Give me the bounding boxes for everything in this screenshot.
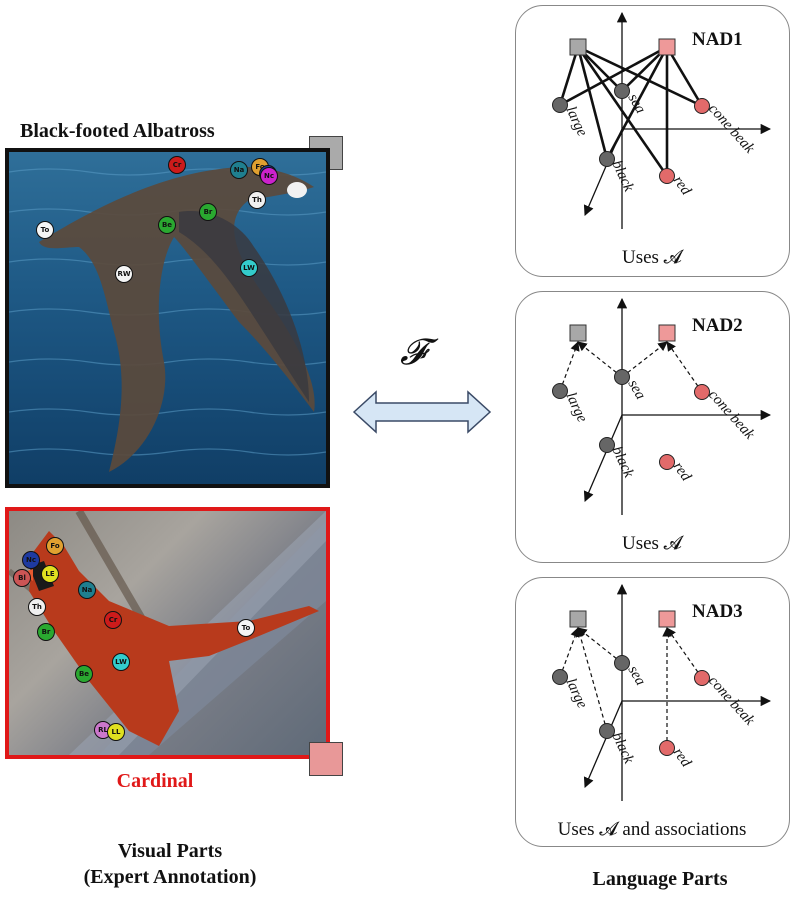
nad1-gray-node-2 bbox=[599, 151, 615, 167]
nad3-label-large: large bbox=[562, 676, 590, 711]
albatross-part-to: To bbox=[36, 221, 54, 239]
cardinal-part-lw: LW bbox=[112, 653, 130, 671]
cardinal-class-marker bbox=[309, 742, 343, 776]
albatross-title: Black-footed Albatross bbox=[20, 120, 215, 142]
nad3-gray-node-1 bbox=[614, 655, 630, 671]
nad3-red-node-0 bbox=[694, 670, 710, 686]
nad1-red-node-1 bbox=[659, 168, 675, 184]
nad1-label-black: black bbox=[608, 158, 636, 195]
nad3-red-node-1 bbox=[659, 740, 675, 756]
nad1-red-node-0 bbox=[694, 98, 710, 114]
albatross-part-nc: Nc bbox=[260, 167, 278, 185]
cardinal-part-le: LE bbox=[41, 565, 59, 583]
albatross-part-br: Br bbox=[199, 203, 217, 221]
cardinal-drawing bbox=[9, 511, 326, 755]
cardinal-part-th: Th bbox=[28, 598, 46, 616]
cardinal-title: Cardinal bbox=[116, 770, 194, 792]
nad1-edge-gray-0 bbox=[558, 46, 580, 106]
cardinal-part-nc: Nc bbox=[22, 551, 40, 569]
nad2-title: NAD2 bbox=[692, 315, 743, 336]
nad2-gray-node-1 bbox=[614, 369, 630, 385]
albatross-part-rw: RW bbox=[115, 265, 133, 283]
nad1-panel bbox=[515, 5, 790, 277]
cardinal-part-be: Be bbox=[75, 665, 93, 683]
nad3-gray-class-square bbox=[569, 610, 587, 628]
nad2-red-node-1 bbox=[659, 454, 675, 470]
nad3-gray-node-2 bbox=[599, 723, 615, 739]
nad1-edge-gray-2 bbox=[576, 46, 609, 160]
nad3-edge-1 bbox=[577, 627, 623, 664]
nad3-edge-2 bbox=[575, 627, 608, 732]
albatross-part-be: Be bbox=[158, 216, 176, 234]
nad3-panel bbox=[515, 577, 790, 847]
cardinal-part-br: Br bbox=[37, 623, 55, 641]
nad2-axis-depth bbox=[583, 414, 623, 502]
nad2-gray-node-2 bbox=[599, 437, 615, 453]
nad2-gray-node-0 bbox=[552, 383, 568, 399]
nad3-title: NAD3 bbox=[692, 601, 743, 622]
nad3-gray-node-0 bbox=[552, 669, 568, 685]
nad1-gray-node-0 bbox=[552, 97, 568, 113]
nad1-edge-red-0 bbox=[559, 45, 668, 107]
albatross-part-na: Na bbox=[230, 161, 248, 179]
nad3-edge-0 bbox=[559, 627, 580, 678]
nad2-label-large: large bbox=[562, 390, 590, 425]
nad2-red-node-0 bbox=[694, 384, 710, 400]
nad3-edge-3 bbox=[666, 627, 703, 679]
nad2-edge-1 bbox=[577, 341, 623, 378]
nad1-edge-red-3 bbox=[665, 46, 704, 107]
nad3-axis-depth bbox=[583, 700, 623, 788]
nad2-edge-2 bbox=[621, 341, 668, 378]
cardinal-part-na: Na bbox=[78, 581, 96, 599]
nad1-edge-red-2 bbox=[605, 46, 669, 160]
albatross-part-lw: LW bbox=[240, 259, 258, 277]
visual-caption-line2: (Expert Annotation) bbox=[83, 866, 257, 888]
cardinal-part-fo: Fo bbox=[46, 537, 64, 555]
cardinal-part-ll: LL bbox=[107, 723, 125, 741]
visual-parts-caption: Visual Parts (Expert Annotation) bbox=[60, 838, 280, 890]
visual-caption-line1: Visual Parts bbox=[117, 840, 223, 862]
nad3-red-class-square bbox=[658, 610, 676, 628]
nad2-red-class-square bbox=[658, 324, 676, 342]
nad2-footer: Uses 𝓐 bbox=[622, 533, 685, 554]
language-parts-caption: Language Parts bbox=[592, 868, 728, 890]
cardinal-part-bl: Bl bbox=[13, 569, 31, 587]
albatross-image bbox=[5, 148, 330, 488]
nad1-gray-node-1 bbox=[614, 83, 630, 99]
nad1-gray-class-square bbox=[569, 38, 587, 56]
nad3-footer: Uses 𝓐 and associations bbox=[558, 819, 747, 840]
nad1-edge-gray-3 bbox=[577, 45, 703, 108]
nad2-edge-0 bbox=[559, 341, 580, 392]
nad1-title: NAD1 bbox=[692, 29, 743, 50]
nad2-panel bbox=[515, 291, 790, 563]
cardinal-part-to: To bbox=[237, 619, 255, 637]
nad1-edge-gray-4 bbox=[576, 46, 669, 177]
nad1-red-class-square bbox=[658, 38, 676, 56]
mapping-symbol: 𝓕 bbox=[400, 332, 427, 373]
cardinal-part-cr: Cr bbox=[104, 611, 122, 629]
albatross-part-th: Th bbox=[248, 191, 266, 209]
nad1-footer: Uses 𝓐 bbox=[622, 247, 685, 268]
bidirectional-arrow bbox=[352, 390, 492, 434]
albatross-part-cr: Cr bbox=[168, 156, 186, 174]
nad2-gray-class-square bbox=[569, 324, 587, 342]
nad2-edge-3 bbox=[666, 341, 703, 393]
nad1-label-large: large bbox=[562, 104, 590, 139]
nad2-label-black: black bbox=[608, 444, 636, 481]
nad3-label-black: black bbox=[608, 730, 636, 767]
